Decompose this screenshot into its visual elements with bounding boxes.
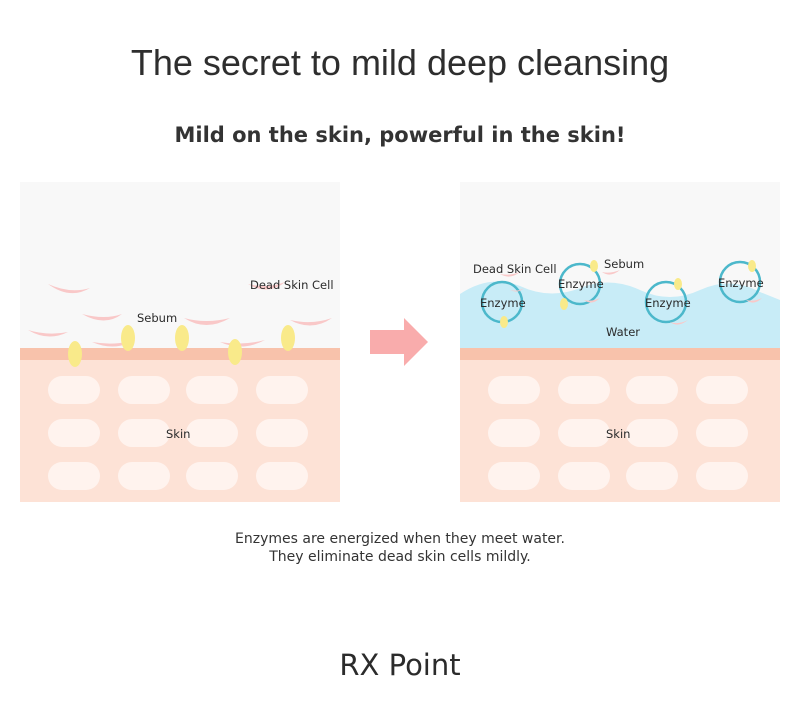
dead-skin-flake (290, 318, 332, 326)
enzyme-circle-icon (644, 278, 688, 325)
sebum-label: Sebum (137, 311, 177, 325)
skin-cells (48, 376, 308, 490)
enzyme-circle-icon (718, 260, 762, 304)
enzyme-label: Enzyme (645, 296, 691, 310)
dead-skin-cell-label: Dead Skin Cell (250, 278, 334, 292)
sebum-label: Sebum (604, 257, 644, 271)
sebum-drop (281, 325, 295, 351)
skin-surface (20, 348, 340, 360)
dead-skin-flake (602, 270, 620, 275)
page-title: The secret to mild deep cleansing (130, 42, 670, 83)
section-heading: RX Point (339, 648, 461, 682)
dead-skin-flake (28, 330, 68, 337)
enzymes (480, 260, 762, 328)
dead-skin-flake (92, 340, 135, 347)
water-layer (460, 281, 780, 348)
transition-arrow-icon (370, 318, 428, 370)
enzyme-label: Enzyme (718, 276, 764, 290)
enzyme-circle-icon (558, 260, 602, 310)
skin-label: Skin (606, 427, 630, 441)
dead-skin-flake (500, 272, 520, 277)
caption-line-1: Enzymes are energized when they meet wat… (235, 531, 565, 547)
after-diagram: Dead Skin Cell Sebum Enzyme Enzyme Enzym… (460, 182, 780, 502)
dead-skin-cell-label: Dead Skin Cell (473, 262, 557, 276)
page-subtitle: Mild on the skin, powerful in the skin! (174, 123, 626, 147)
enzyme-label: Enzyme (558, 277, 604, 291)
skin-label: Skin (166, 427, 190, 441)
before-diagram: Dead Skin Cell Sebum Skin (20, 182, 340, 502)
dead-skin-cells (500, 270, 620, 277)
diagram-caption: Enzymes are energized when they meet wat… (0, 530, 800, 566)
dead-skin-flake (248, 282, 285, 290)
sebum-drops (68, 325, 295, 367)
caption-line-2: They eliminate dead skin cells mildly. (269, 549, 531, 565)
enzyme-label: Enzyme (480, 296, 526, 310)
dead-skin-flake (184, 318, 230, 325)
enzyme-circle-icon (480, 280, 524, 328)
sebum-drop (175, 325, 189, 351)
water-label: Water (606, 325, 640, 339)
sebum-drop (68, 341, 82, 367)
dead-skin-flake (82, 314, 122, 321)
sebum-drop (121, 325, 135, 351)
dead-skin-flake (48, 284, 90, 294)
skin-surface (460, 348, 780, 360)
skin-cells (488, 376, 748, 490)
sebum-drop (228, 339, 242, 365)
